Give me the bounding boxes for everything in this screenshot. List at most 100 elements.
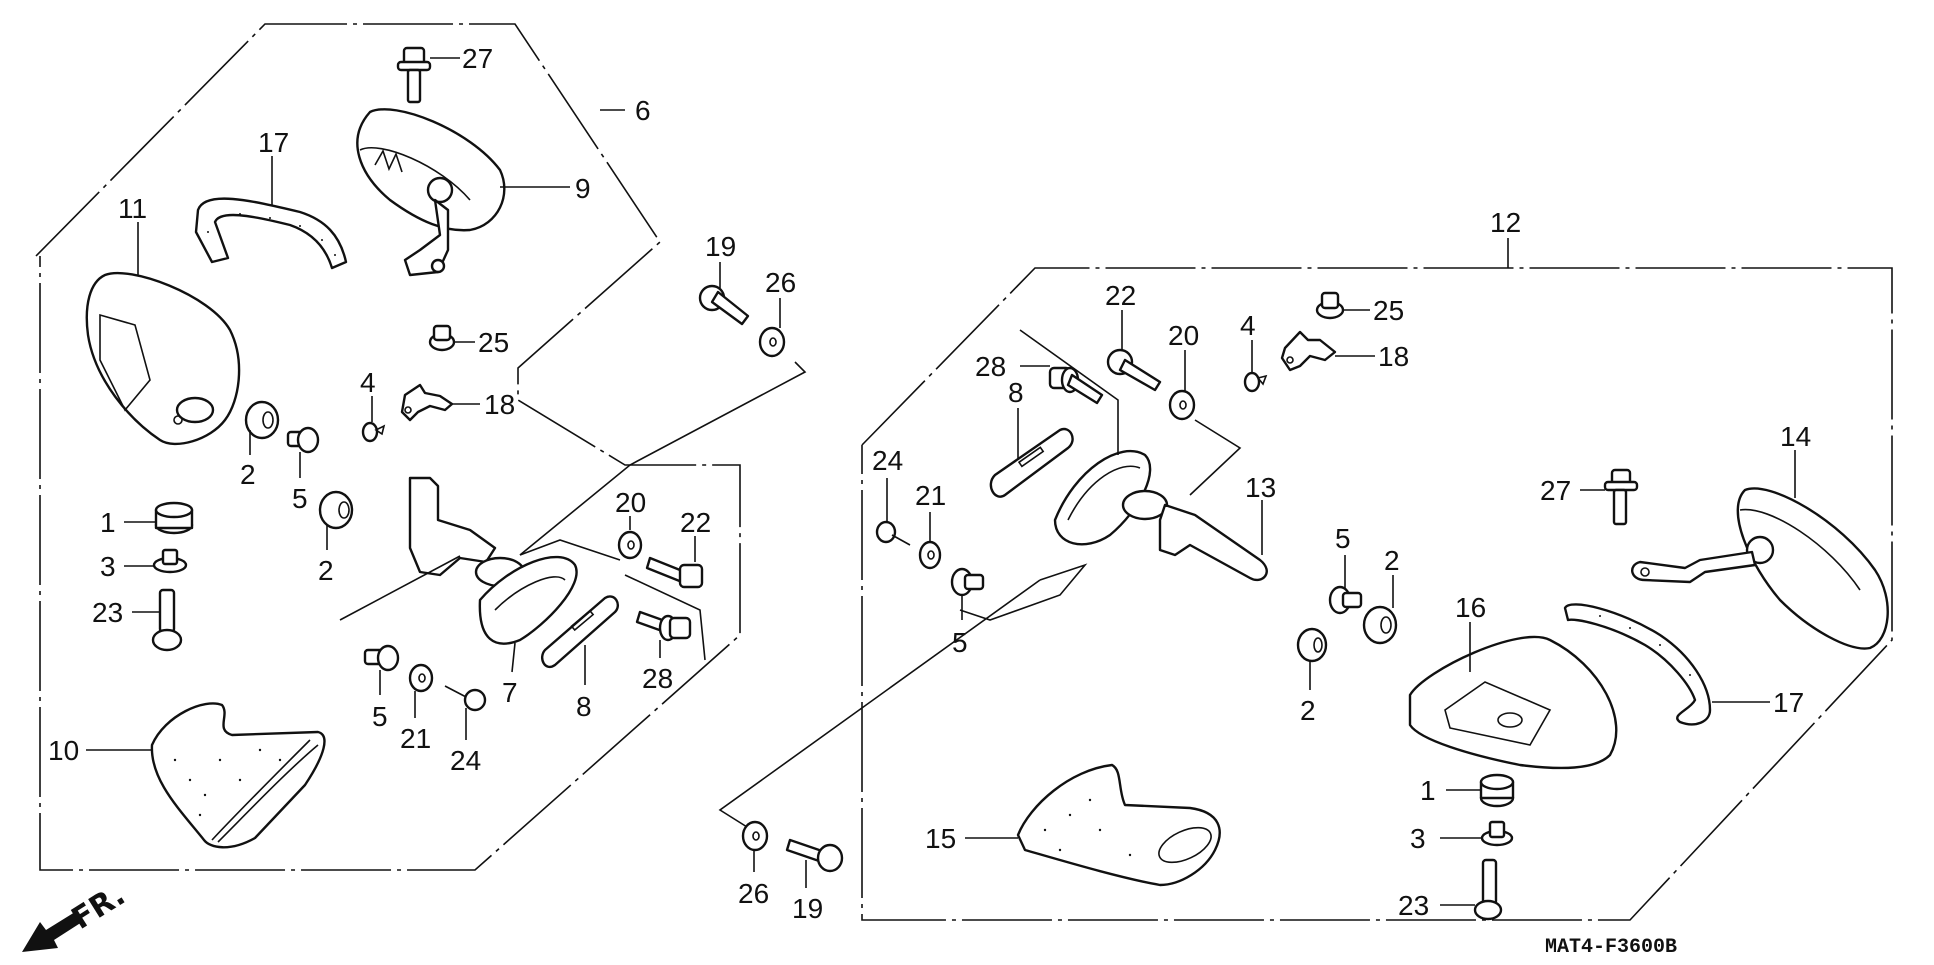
callout-2-right-b: 2 — [1300, 695, 1316, 726]
part-20-washer[interactable] — [1168, 350, 1196, 421]
callout-27: 27 — [462, 43, 493, 74]
guide-line — [624, 574, 706, 661]
part-mirror-base-right[interactable] — [1053, 449, 1268, 582]
callout-28: 28 — [642, 663, 673, 694]
callout-23: 23 — [92, 597, 123, 628]
part-9-mirror-housing[interactable] — [356, 108, 570, 277]
part-26-washer[interactable] — [758, 298, 786, 358]
callout-8-right: 8 — [1008, 377, 1024, 408]
callout-26-bottom: 26 — [738, 878, 769, 909]
callout-25-right: 25 — [1373, 295, 1404, 326]
part-2-grommet[interactable] — [244, 400, 280, 455]
callout-19-top: 19 — [705, 231, 736, 262]
part-10-mirror-boot[interactable] — [86, 702, 326, 849]
part-4-screw[interactable] — [1243, 340, 1268, 393]
part-5-collar[interactable] — [1328, 555, 1363, 615]
part-2-grommet[interactable] — [1362, 575, 1398, 645]
part-7-mirror-base[interactable] — [408, 476, 578, 673]
callout-6: 6 — [635, 95, 651, 126]
part-23-screw[interactable] — [1440, 858, 1503, 921]
callout-18: 18 — [484, 389, 515, 420]
callout-27-right: 27 — [1540, 475, 1571, 506]
callout-14: 14 — [1780, 421, 1811, 452]
callout-24: 24 — [450, 745, 481, 776]
part-18-bracket[interactable] — [1280, 330, 1375, 372]
part-5-collar[interactable] — [286, 426, 320, 478]
part-25-nut[interactable] — [1315, 291, 1370, 320]
callout-20: 20 — [615, 487, 646, 518]
callout-25: 25 — [478, 327, 509, 358]
callout-16: 16 — [1455, 592, 1486, 623]
guide-line — [519, 361, 807, 556]
part-3-collar[interactable] — [124, 548, 188, 574]
callout-19-bottom: 19 — [792, 893, 823, 924]
callout-17-right: 17 — [1773, 687, 1804, 718]
callout-26-top: 26 — [765, 267, 796, 298]
part-11-mirror-cover[interactable] — [85, 222, 241, 446]
part-21-washer[interactable] — [408, 663, 434, 718]
part-28-bolt[interactable] — [1020, 365, 1104, 405]
callout-18-right: 18 — [1378, 341, 1409, 372]
part-1-rubber-mount[interactable] — [124, 501, 194, 535]
guide-line — [1189, 419, 1242, 496]
part-17-seal-strip[interactable] — [194, 156, 348, 270]
right-assembly-boundary — [861, 267, 1893, 921]
callout-12: 12 — [1490, 207, 1521, 238]
callout-3-right: 3 — [1410, 823, 1426, 854]
guide-line — [1019, 329, 1119, 455]
part-26-washer[interactable] — [741, 820, 769, 872]
callout-23-right: 23 — [1398, 890, 1429, 921]
part-27-flange-bolt[interactable] — [396, 46, 460, 104]
callout-15: 15 — [925, 823, 956, 854]
part-18-bracket[interactable] — [400, 383, 480, 422]
part-15-mirror-boot[interactable] — [965, 763, 1221, 887]
part-1-rubber-mount[interactable] — [1446, 773, 1515, 808]
callout-1-right: 1 — [1420, 775, 1436, 806]
part-23-screw[interactable] — [132, 588, 183, 652]
callout-5-right-b: 5 — [1335, 523, 1351, 554]
part-8-plate[interactable] — [989, 408, 1074, 498]
part-4-screw[interactable] — [361, 396, 386, 443]
guide-line — [959, 563, 1088, 621]
part-25-nut[interactable] — [428, 324, 475, 352]
part-16-mirror-cover[interactable] — [1408, 622, 1618, 770]
callout-9: 9 — [575, 173, 591, 204]
part-17-seal-strip[interactable] — [1563, 603, 1770, 726]
part-3-collar[interactable] — [1440, 820, 1514, 847]
callout-11: 11 — [118, 193, 147, 224]
guide-line — [718, 579, 1041, 833]
part-2-grommet[interactable] — [318, 490, 354, 550]
front-direction-arrow: FR. — [22, 878, 131, 952]
part-24-tapping-screw[interactable] — [444, 685, 487, 740]
part-28-bolt[interactable] — [635, 610, 692, 658]
callout-21: 21 — [400, 723, 431, 754]
part-22-bolt[interactable] — [1106, 310, 1162, 392]
callout-21-right: 21 — [915, 480, 946, 511]
part-8-plate[interactable] — [541, 595, 619, 685]
part-20-washer[interactable] — [617, 516, 643, 560]
part-19-screw[interactable] — [785, 838, 844, 888]
part-24-tapping-screw[interactable] — [875, 478, 911, 546]
part-2-grommet[interactable] — [1296, 627, 1328, 690]
callout-28-right: 28 — [975, 351, 1006, 382]
part-14-mirror-housing[interactable] — [1631, 450, 1889, 650]
part-5-collar[interactable] — [363, 644, 400, 695]
part-27-flange-bolt[interactable] — [1580, 468, 1639, 526]
left-assembly-boundary — [35, 23, 741, 871]
callout-2a: 2 — [240, 459, 256, 490]
part-19-screw[interactable] — [698, 262, 750, 326]
callout-24-right: 24 — [872, 445, 903, 476]
callout-22-right: 22 — [1105, 280, 1136, 311]
callout-17: 17 — [258, 127, 289, 158]
callout-3: 3 — [100, 551, 116, 582]
front-direction-label: FR. — [66, 878, 132, 937]
part-21-washer[interactable] — [918, 512, 942, 570]
guide-line — [339, 555, 461, 621]
callout-10: 10 — [48, 735, 79, 766]
part-5-collar[interactable] — [950, 567, 985, 620]
callout-4: 4 — [360, 367, 376, 398]
part-22-bolt[interactable] — [645, 536, 704, 589]
callout-5b: 5 — [372, 701, 388, 732]
callout-7: 7 — [502, 677, 518, 708]
